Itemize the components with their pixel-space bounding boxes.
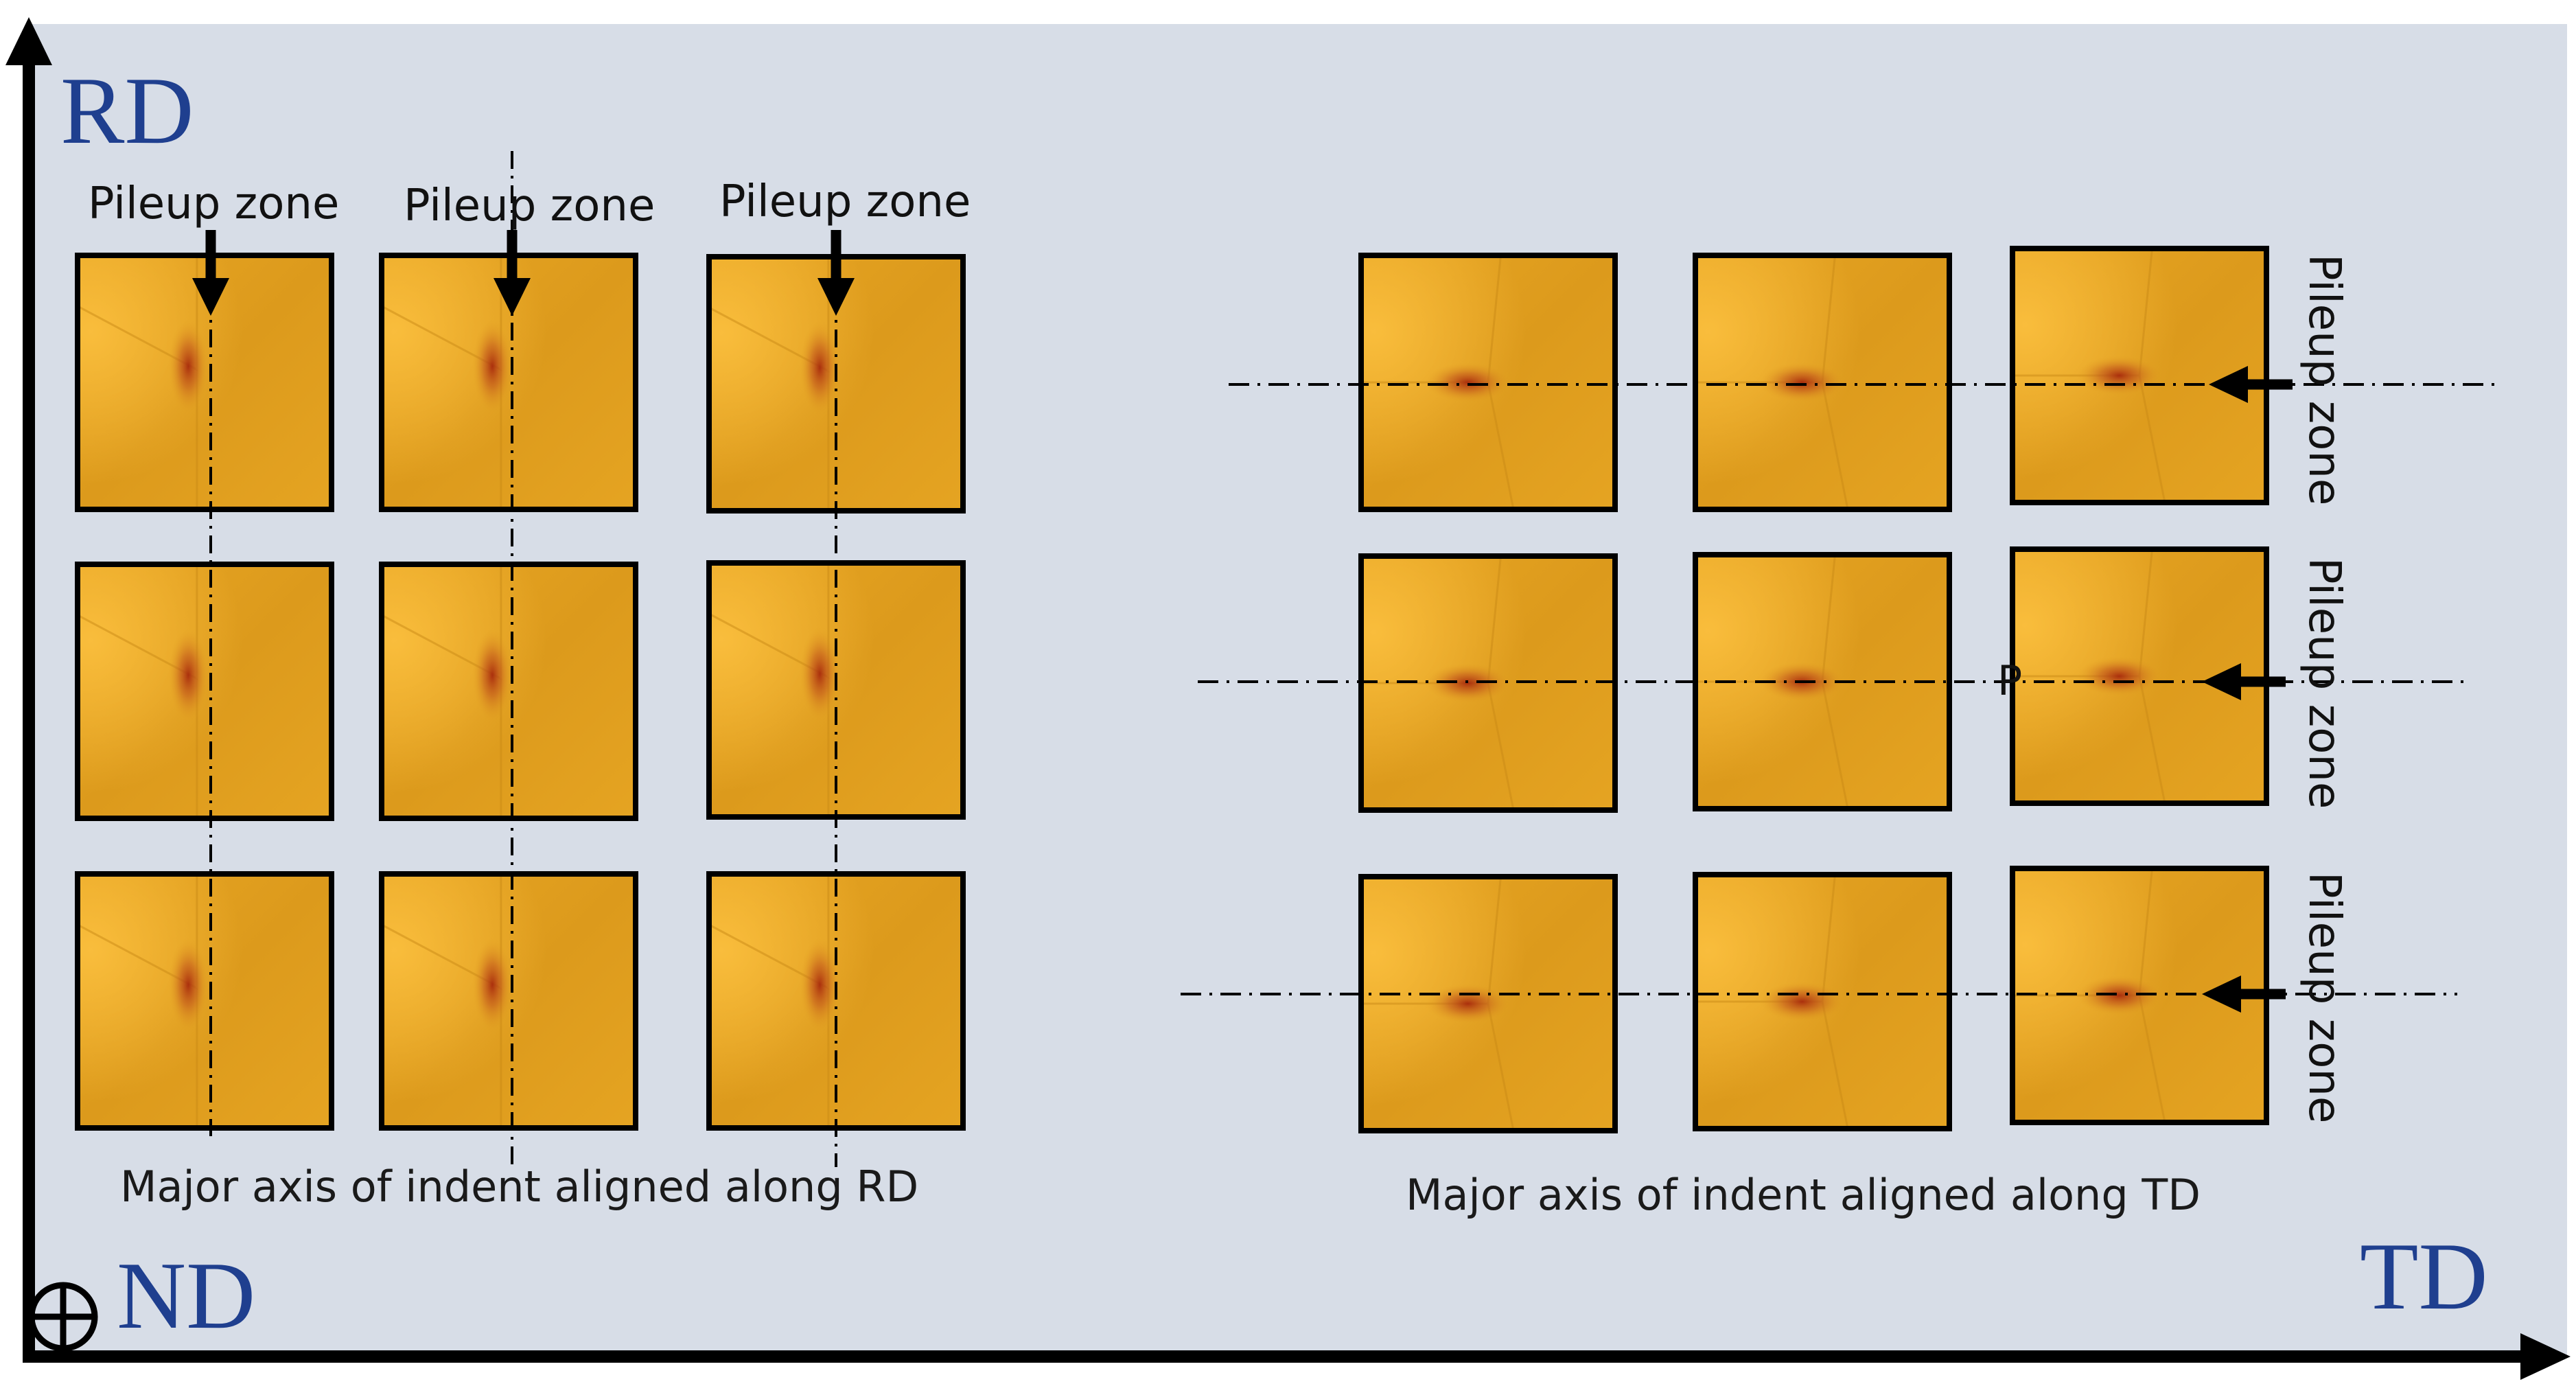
indent-tile [2010,546,2269,806]
axes [5,17,2571,1380]
indent-tile [75,253,334,512]
left-arrow-icon [2202,976,2286,1013]
pileup-label: Pileup zone [404,181,655,231]
indent-tile [379,871,638,1131]
indent-tile [379,562,638,821]
right-caption: Major axis of indent aligned along TD [1406,1170,2201,1220]
circled-plus-icon [28,1282,98,1352]
down-arrow-icon [494,230,531,316]
indent-tile [1358,253,1618,512]
right-pileup-arrows [2202,366,2293,1013]
indent-tile [1693,253,1952,512]
indent-tile [75,562,334,821]
left-arrow-icon [2202,663,2286,700]
pileup-label: Pileup zone [2299,254,2349,506]
left-caption: Major axis of indent aligned along RD [120,1162,919,1212]
stray-text: P [1997,657,2023,705]
indent-tile [75,871,334,1131]
pileup-label: Pileup zone [2299,557,2349,809]
td-axis-arrow-icon [2520,1333,2571,1380]
td-axis-label: TD [2360,1223,2488,1330]
indent-tile [379,253,638,512]
down-arrow-icon [817,230,855,316]
indent-tile [2010,246,2269,505]
down-arrow-icon [192,230,229,316]
nd-axis-label: ND [117,1243,256,1349]
rd-axis-label: RD [60,58,194,164]
left-dashdot-lines [209,151,837,1167]
pileup-label: Pileup zone [2299,872,2349,1124]
pileup-label: Pileup zone [719,176,971,227]
right-indent-grid [1358,246,2269,1133]
rd-axis-arrow-icon [5,17,52,65]
indent-tile [1693,872,1952,1131]
left-pileup-arrows [192,230,855,316]
indent-tile [1358,874,1618,1133]
left-arrow-icon [2209,366,2293,403]
pileup-label: Pileup zone [88,178,340,229]
